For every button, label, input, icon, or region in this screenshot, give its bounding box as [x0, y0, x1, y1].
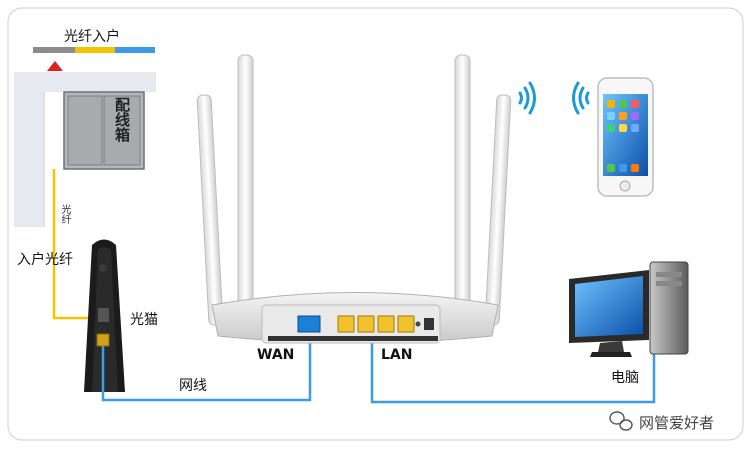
distribution-box-label: 配线箱: [113, 97, 131, 142]
fiber-vertical-label: 光纤: [59, 204, 70, 224]
distribution-box-icon: [63, 91, 145, 170]
optical-modem-label: 光猫: [130, 312, 158, 328]
wall: [14, 72, 156, 227]
diagram-frame: [7, 7, 744, 441]
ethernet-cable-wan: [101, 334, 312, 402]
network-cable-label: 网线: [179, 378, 207, 394]
wifi-signal-icon: [572, 81, 590, 115]
home-fiber-label: 入户光纤: [17, 252, 73, 268]
wifi-signal-icon: [518, 81, 536, 115]
desktop-computer-icon: [569, 261, 689, 357]
fiber-entry-label: 光纤入户: [64, 29, 120, 45]
optical-modem-icon: [84, 239, 125, 392]
ethernet-cable-lan: [370, 334, 656, 404]
smartphone-icon: [597, 77, 654, 197]
entry-arrow-icon: [47, 61, 63, 71]
wan-label: WAN: [257, 347, 295, 363]
watermark-label: 网管爱好者: [639, 414, 715, 432]
router-icon: [196, 54, 512, 344]
lan-label: LAN: [381, 347, 413, 363]
fiber-entry-bar: [33, 47, 155, 53]
wechat-icon: [609, 411, 633, 431]
fiber-cable: [52, 169, 100, 320]
computer-label: 电脑: [611, 370, 639, 386]
